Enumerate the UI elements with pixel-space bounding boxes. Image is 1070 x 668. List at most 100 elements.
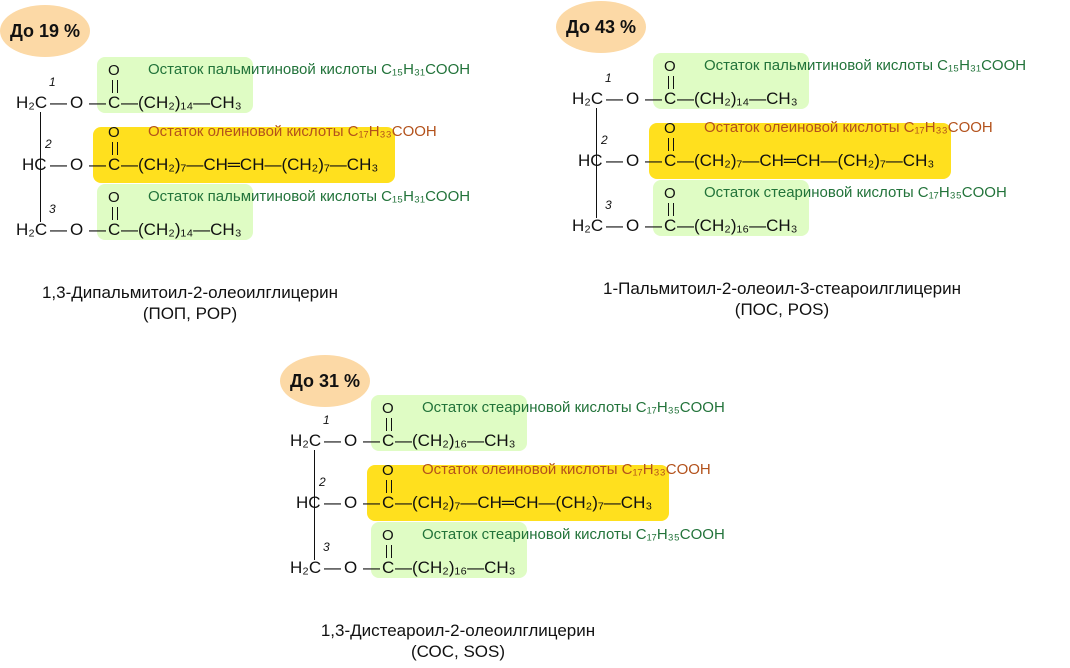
carbonyl-oxygen: O (382, 527, 394, 544)
ester-bond: — (324, 558, 341, 577)
compound-abbreviation: (ПОС, POS) (734, 300, 830, 319)
compound-name: 1,3-Дистеароил-2-олеоилглицерин (СОС, SOS… (274, 620, 642, 662)
carbon-position-number: 2 (45, 137, 52, 151)
compound-full-name: 1-Пальмитоил-2-олеоил-3-стеароилглицерин (602, 279, 961, 298)
acid-residue-highlight (653, 180, 809, 236)
compound-full-name: 1,3-Дистеароил-2-олеоилглицерин (320, 621, 596, 640)
carbonyl-oxygen: O (664, 120, 676, 137)
fatty-acid-chain: —(CH₂)₁₄—CH₃ (677, 89, 798, 108)
acid-residue-label: Остаток пальмитиновой кислоты C₁₅H₃₁COOH (148, 188, 471, 205)
acid-residue-label: Остаток олеиновой кислоты C₁₇H₃₃COOH (422, 461, 711, 478)
compound-full-name: 1,3-Дипальмитоил-2-олеоилглицерин (41, 283, 339, 302)
ester-bond: — (89, 93, 106, 112)
acid-residue-highlight (371, 522, 527, 578)
acid-residue-label: Остаток олеиновой кислоты C₁₇H₃₃COOH (148, 123, 437, 140)
carbonyl-oxygen: O (382, 400, 394, 417)
carbon-position-number: 3 (49, 202, 56, 216)
acid-residue-label: Остаток стеариновой кислоты C₁₇H₃₅COOH (422, 526, 725, 543)
percentage-badge: До 31 % (280, 355, 370, 407)
fatty-acid-chain: —(CH₂)₁₆—CH₃ (677, 216, 798, 235)
ester-oxygen: O (70, 155, 84, 174)
ester-oxygen: O (70, 93, 84, 112)
compound-name: 1-Пальмитоил-2-олеоил-3-стеароилглицерин… (556, 278, 1008, 320)
acid-residue-highlight (97, 57, 253, 113)
carbonyl-carbon: C (108, 93, 121, 112)
ester-oxygen: O (626, 89, 640, 108)
ester-bond: — (89, 155, 106, 174)
ester-bond: — (363, 431, 380, 450)
ester-bond: — (50, 93, 67, 112)
carbonyl-carbon: C (108, 155, 121, 174)
ester-bond: — (89, 220, 106, 239)
glycerol-carbon: H₂C (572, 89, 604, 108)
carbon-position-number: 3 (323, 540, 330, 554)
percentage-badge: До 19 % (0, 5, 90, 57)
carbonyl-oxygen: O (664, 58, 676, 75)
percentage-badge: До 43 % (556, 1, 646, 53)
glycerol-backbone-bond (40, 112, 41, 222)
ester-oxygen: O (344, 431, 358, 450)
carbonyl-double-bond (386, 480, 392, 493)
carbonyl-double-bond (386, 545, 392, 558)
carbonyl-double-bond (112, 142, 118, 155)
carbonyl-double-bond (112, 207, 118, 220)
fatty-acid-chain: —(CH₂)₁₆—CH₃ (395, 558, 516, 577)
triglyceride-pos: До 43 %Остаток пальмитиновой кислоты C₁₅… (556, 0, 1070, 326)
acid-residue-highlight (653, 53, 809, 109)
ester-bond: — (50, 220, 67, 239)
carbon-position-number: 1 (49, 75, 56, 89)
carbon-position-number: 3 (605, 198, 612, 212)
ester-bond: — (363, 558, 380, 577)
acid-residue-highlight (649, 123, 951, 179)
ester-bond: — (645, 151, 662, 170)
ester-oxygen: O (626, 216, 640, 235)
compound-abbreviation: (СОС, SOS) (410, 642, 506, 661)
glycerol-carbon: H₂C (16, 220, 48, 239)
carbon-position-number: 2 (601, 133, 608, 147)
glycerol-carbon: HC (296, 493, 321, 512)
ester-bond: — (324, 493, 341, 512)
glycerol-backbone-bond (596, 108, 597, 218)
acid-residue-highlight (97, 184, 253, 240)
ester-oxygen: O (344, 493, 358, 512)
acid-residue-label: Остаток стеариновой кислоты C₁₇H₃₅COOH (704, 184, 1007, 201)
carbonyl-carbon: C (382, 558, 395, 577)
triglyceride-pop: До 19 % Остаток пальмитиновой кислоты C₁₅… (0, 0, 520, 330)
glycerol-carbon: H₂C (290, 558, 322, 577)
fatty-acid-chain: —(CH₂)₇—CH═CH—(CH₂)₇—CH₃ (395, 493, 653, 512)
fatty-acid-chain: —(CH₂)₇—CH═CH—(CH₂)₇—CH₃ (121, 155, 379, 174)
ester-bond: — (606, 151, 623, 170)
carbonyl-carbon: C (664, 89, 677, 108)
compound-name: 1,3-Дипальмитоил-2-олеоилглицерин (ПОП, P… (0, 282, 380, 324)
glycerol-carbon: H₂C (290, 431, 322, 450)
glycerol-backbone-bond (314, 450, 315, 560)
ester-bond: — (606, 89, 623, 108)
acid-residue-highlight (371, 395, 527, 451)
ester-oxygen: O (344, 558, 358, 577)
fatty-acid-chain: —(CH₂)₁₄—CH₃ (121, 93, 242, 112)
fatty-acid-chain: —(CH₂)₁₆—CH₃ (395, 431, 516, 450)
compound-abbreviation: (ПОП, POP) (142, 304, 238, 323)
carbonyl-carbon: C (382, 431, 395, 450)
acid-residue-label: Остаток пальмитиновой кислоты C₁₅H₃₁COOH (148, 61, 471, 78)
carbon-position-number: 1 (323, 413, 330, 427)
acid-residue-highlight (367, 465, 669, 521)
carbon-position-number: 2 (319, 475, 326, 489)
carbonyl-oxygen: O (108, 124, 120, 141)
fatty-acid-chain: —(CH₂)₁₄—CH₃ (121, 220, 242, 239)
carbonyl-oxygen: O (108, 62, 120, 79)
carbonyl-double-bond (668, 76, 674, 89)
ester-bond: — (363, 493, 380, 512)
carbonyl-carbon: C (664, 216, 677, 235)
carbonyl-oxygen: O (108, 189, 120, 206)
glycerol-carbon: H₂C (16, 93, 48, 112)
carbonyl-oxygen: O (664, 185, 676, 202)
carbonyl-double-bond (668, 203, 674, 216)
carbonyl-double-bond (668, 138, 674, 151)
glycerol-carbon: H₂C (572, 216, 604, 235)
glycerol-carbon: HC (578, 151, 603, 170)
ester-bond: — (324, 431, 341, 450)
ester-bond: — (606, 216, 623, 235)
carbonyl-carbon: C (664, 151, 677, 170)
carbonyl-double-bond (386, 418, 392, 431)
